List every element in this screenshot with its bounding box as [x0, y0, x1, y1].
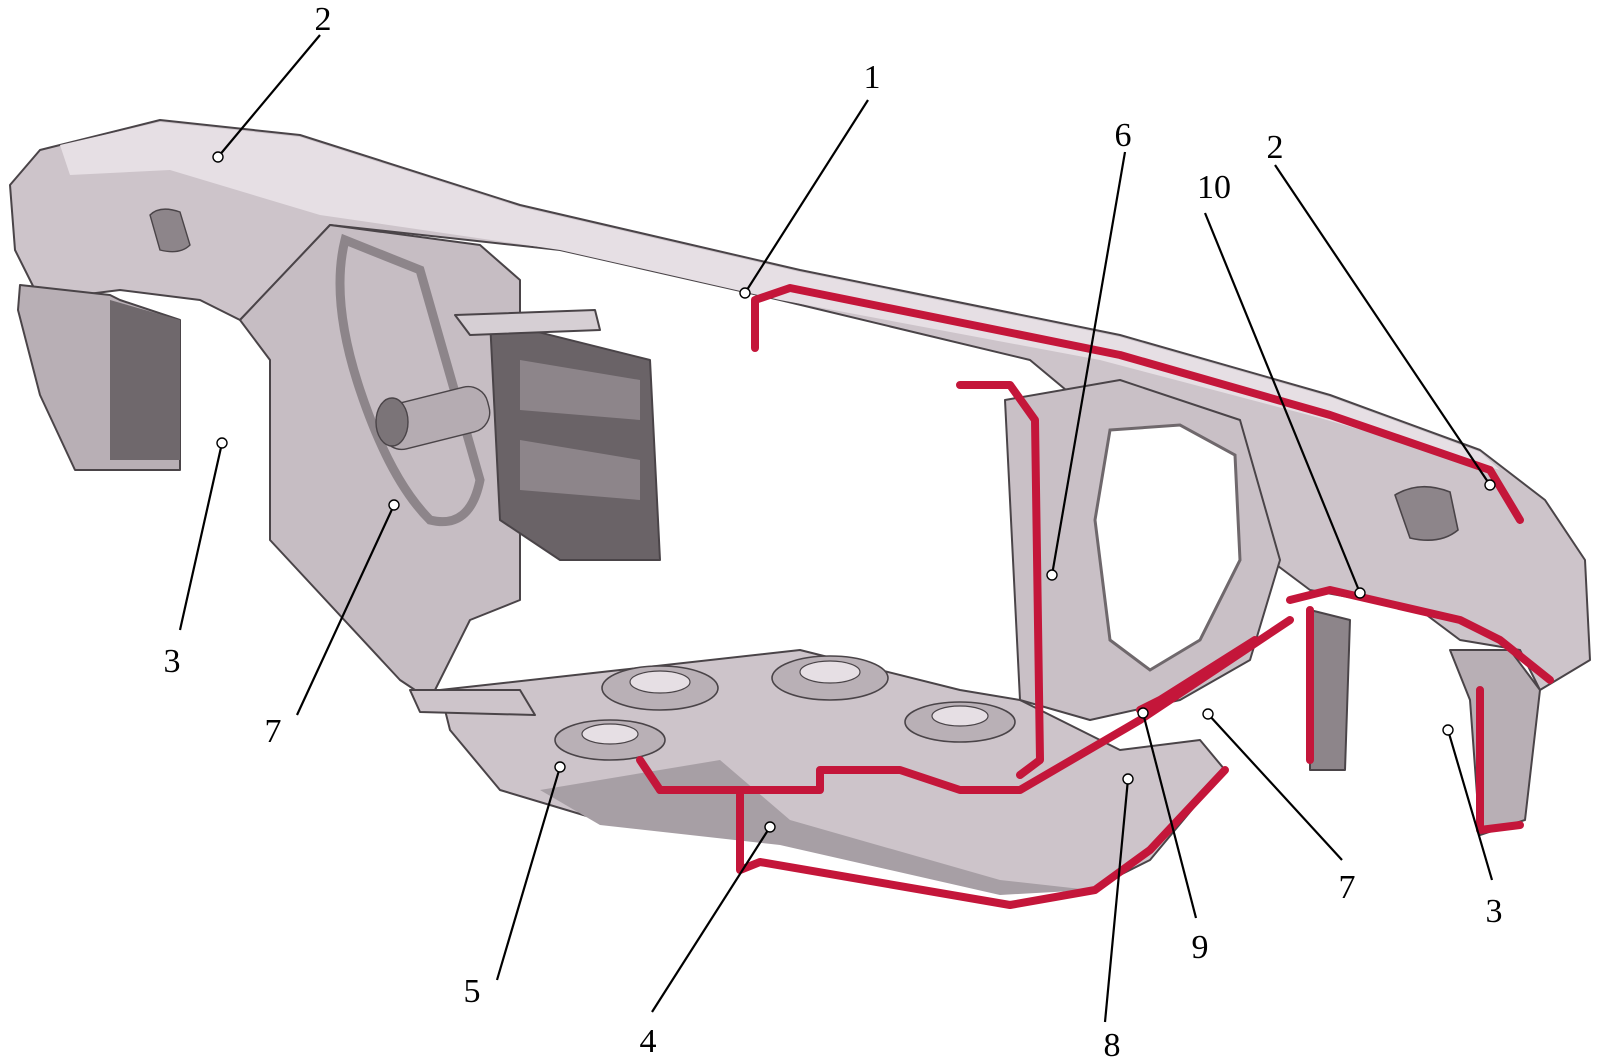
callout-label-4: 4: [640, 1023, 657, 1060]
callout-label-3a: 3: [164, 643, 181, 680]
leader-line-6: [1050, 151, 1127, 576]
left-column: [239, 224, 521, 701]
bolster-pocket: [489, 319, 661, 561]
anchor-dot: [1137, 707, 1149, 719]
central-window: [640, 320, 1005, 760]
anchor-dot: [1442, 724, 1454, 736]
callout-label-5: 5: [464, 973, 481, 1010]
leader-line-1: [744, 99, 869, 294]
anchor-dot: [1354, 587, 1366, 599]
right-pedestal-inner: [1309, 609, 1351, 771]
callout-label-2b: 2: [1267, 129, 1284, 166]
callout-label-7b: 7: [1339, 869, 1356, 906]
anchor-dot: [739, 287, 751, 299]
side-frame-casting: [9, 119, 1591, 895]
anchor-dot: [212, 151, 224, 163]
anchor-dot: [1484, 479, 1496, 491]
leader-line-8: [1103, 778, 1130, 1023]
anchor-dot: [1046, 569, 1058, 581]
anchor-dot: [388, 499, 400, 511]
spring-boss: [581, 723, 639, 745]
leader-line-3b: [1446, 729, 1494, 881]
section-cut-outline: [636, 284, 1554, 909]
anchor-dot: [1202, 708, 1214, 720]
left-jaw-inner: [110, 300, 180, 460]
leader-line-2b: [1274, 164, 1491, 486]
diagonal-web-section: [1136, 636, 1259, 714]
right-window: [1093, 423, 1242, 672]
callout-label-6: 6: [1115, 117, 1132, 154]
leader-line-7b: [1207, 713, 1343, 861]
leader-line-7a: [296, 504, 395, 716]
top-chord-face: [60, 122, 1500, 470]
lower-right-section: [1286, 586, 1554, 684]
cylinder-end: [375, 397, 409, 447]
callout-label-1: 1: [864, 59, 881, 96]
anchor-dot: [216, 437, 228, 449]
anchor-dot: [764, 821, 776, 833]
callout-label-10: 10: [1197, 169, 1231, 206]
callout-label-2a: 2: [315, 1, 332, 38]
bottom-section: [656, 766, 1229, 909]
callout-label-8: 8: [1104, 1027, 1121, 1061]
spring-boss: [799, 660, 861, 684]
anchor-dot: [1122, 773, 1134, 785]
left-slot: [149, 208, 191, 253]
leader-line-5: [495, 766, 562, 981]
leader-line-4: [651, 826, 771, 1013]
leader-line-2a: [217, 34, 321, 158]
leader-line-9: [1141, 712, 1198, 919]
callout-label-7a: 7: [265, 713, 282, 750]
bolster-wear-plate: [454, 309, 601, 336]
column-section: [956, 381, 1044, 779]
spring-plank-section: [636, 616, 1294, 794]
right-pedestal-jaw: [1449, 649, 1541, 836]
callouts: 1 2 2 3 3 4 5 6 7 7 8 9 10: [164, 1, 1503, 1061]
right-pedestal-section: [1306, 606, 1524, 834]
spring-boss: [629, 670, 691, 694]
spring-boss: [931, 705, 989, 727]
left-window-loop: [335, 233, 485, 527]
right-slot: [1394, 485, 1459, 541]
side-tab: [409, 689, 536, 716]
leader-line-3a: [178, 442, 224, 631]
leader-line-10: [1203, 212, 1362, 594]
callout-label-3b: 3: [1486, 893, 1503, 930]
top-chord-section: [751, 284, 1524, 524]
bolster-pocket-face: [520, 360, 640, 500]
anchor-dot: [554, 761, 566, 773]
callout-label-9: 9: [1192, 929, 1209, 966]
